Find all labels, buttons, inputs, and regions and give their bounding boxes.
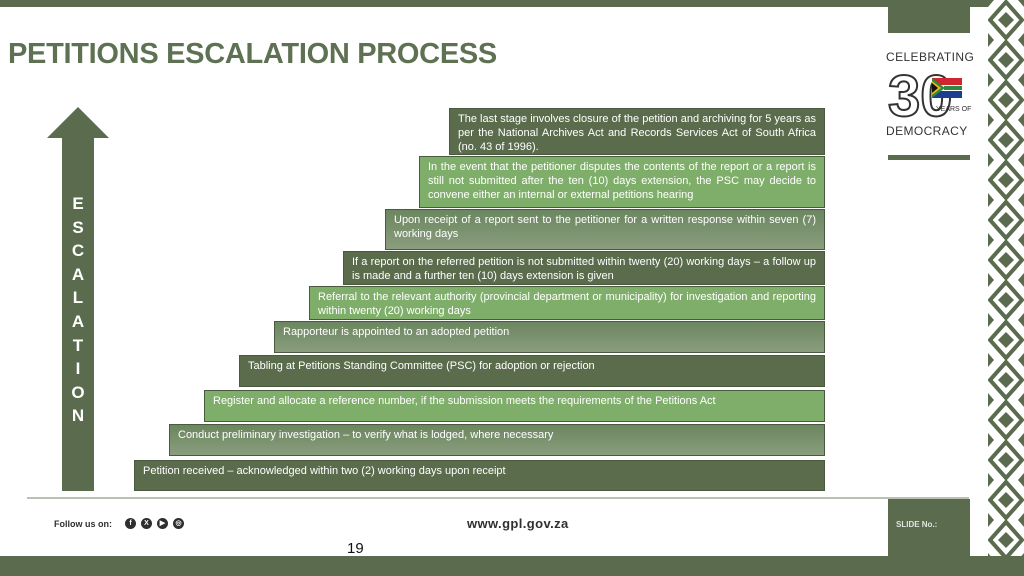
logo-30-graphic: 30	[888, 64, 962, 124]
slide-number-label: SLIDE No.:	[896, 520, 938, 529]
celebrating-30-logo: CELEBRATING 30 YEARS OF DEMOCRACY	[886, 48, 974, 144]
escalation-letter: L	[72, 288, 84, 308]
escalation-step-5: Rapporteur is appointed to an adopted pe…	[274, 321, 825, 353]
escalation-step-4: Tabling at Petitions Standing Committee …	[239, 355, 825, 387]
escalation-letter: T	[72, 335, 84, 355]
facebook-icon[interactable]: f	[125, 518, 136, 529]
page-number: 19	[347, 540, 364, 557]
escalation-letter: I	[75, 359, 81, 379]
logo-years-text: YEARS OF	[936, 106, 972, 113]
escalation-letter: N	[71, 406, 85, 426]
side-pattern	[988, 0, 1024, 556]
escalation-step-3: Register and allocate a reference number…	[204, 390, 825, 422]
x-icon[interactable]: X	[141, 518, 152, 529]
escalation-arrow	[47, 107, 109, 491]
website-link[interactable]: www.gpl.gov.za	[467, 516, 569, 531]
logo-democracy-text: DEMOCRACY	[886, 124, 968, 138]
footer-divider	[27, 497, 969, 499]
escalation-step-1: Petition received – acknowledged within …	[134, 460, 825, 491]
page-title: PETITIONS ESCALATION PROCESS	[8, 38, 497, 70]
escalation-letter: C	[71, 241, 85, 261]
escalation-step-2: Conduct preliminary investigation – to v…	[169, 424, 825, 456]
escalation-letter: O	[71, 382, 85, 402]
escalation-step-6: Referral to the relevant authority (prov…	[309, 286, 825, 320]
instagram-icon[interactable]: ◎	[173, 518, 184, 529]
top-bar	[0, 0, 1024, 7]
header-accent-block	[888, 7, 970, 33]
logo-celebrating-text: CELEBRATING	[886, 50, 975, 64]
follow-us-label: Follow us on:	[54, 519, 112, 529]
escalation-letter: A	[71, 264, 85, 284]
bottom-bar	[0, 556, 1024, 576]
escalation-step-8: Upon receipt of a report sent to the pet…	[385, 209, 825, 250]
escalation-step-9: In the event that the petitioner dispute…	[419, 156, 825, 208]
footer-slide-panel	[888, 499, 970, 556]
escalation-letter: E	[72, 194, 84, 213]
escalation-letter: S	[72, 217, 84, 237]
escalation-step-7: If a report on the referred petition is …	[343, 251, 825, 285]
escalation-step-10: The last stage involves closure of the p…	[449, 108, 825, 155]
logo-separator	[888, 155, 970, 160]
youtube-icon[interactable]: ▶	[157, 518, 168, 529]
escalation-letter: A	[71, 312, 85, 331]
